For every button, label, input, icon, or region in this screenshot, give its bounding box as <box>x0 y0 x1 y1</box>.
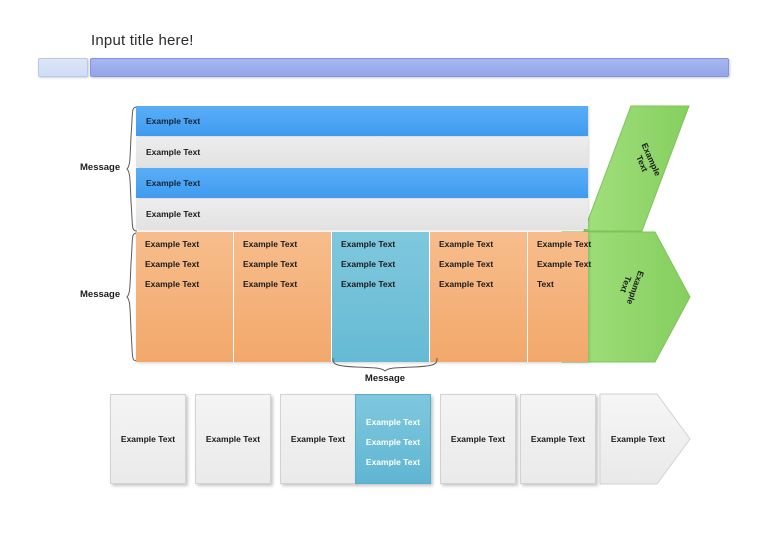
cell-text: Example Text <box>341 259 396 269</box>
top-green-arrow[interactable]: Example Text <box>583 105 690 232</box>
list-item[interactable]: Example Text <box>280 394 356 484</box>
card-label: Example Text <box>290 434 346 444</box>
list-item[interactable]: Example Text <box>440 394 516 484</box>
bottom-brace-icon <box>332 357 438 372</box>
arrow-card-shape <box>599 393 691 485</box>
cell-text: Example Text <box>537 239 592 249</box>
list-item-highlighted[interactable]: Example Text Example Text Example Text <box>355 394 431 484</box>
list-item-arrow[interactable]: Example Text <box>599 393 694 485</box>
card-label: Example Text <box>365 437 421 447</box>
card-label: Example Text <box>450 434 506 444</box>
list-item[interactable]: Example Text <box>195 394 271 484</box>
card-label: Example Text <box>120 434 176 444</box>
top-green-arrow-shape <box>583 105 690 232</box>
table-column[interactable]: Example Text Example Text Example Text <box>234 232 332 362</box>
row-label: Example Text <box>146 209 201 219</box>
table-row[interactable]: Example Text <box>136 137 588 167</box>
card-label: Example Text <box>365 417 421 427</box>
mid-brace-label: Message <box>80 289 121 300</box>
cell-text: Example Text <box>439 259 494 269</box>
table-row[interactable]: Example Text <box>136 106 588 136</box>
title-bar-long-block[interactable] <box>90 58 729 77</box>
list-item[interactable]: Example Text <box>520 394 596 484</box>
page-title[interactable]: Input title here! <box>91 32 194 49</box>
list-item[interactable]: Example Text <box>110 394 186 484</box>
row-label: Example Text <box>146 147 201 157</box>
cell-text: Example Text <box>439 279 494 289</box>
table-column[interactable]: Example Text Example Text Text <box>528 232 592 362</box>
cell-text: Example Text <box>439 239 494 249</box>
cell-text: Example Text <box>537 259 592 269</box>
card-label: Example Text <box>530 434 586 444</box>
title-area: Input title here! <box>0 0 768 90</box>
column-group: Example Text Example Text Example Text E… <box>136 232 592 362</box>
cell-text: Text <box>537 279 554 289</box>
title-bar-small-block[interactable] <box>38 58 88 77</box>
cell-text: Example Text <box>341 279 396 289</box>
mid-brace-icon <box>126 232 138 362</box>
card-label: Example Text <box>205 434 261 444</box>
table-column-highlighted[interactable]: Example Text Example Text Example Text <box>332 232 430 362</box>
top-brace-icon <box>126 106 138 232</box>
table-column[interactable]: Example Text Example Text Example Text <box>430 232 528 362</box>
top-brace-label: Message <box>80 162 121 173</box>
bottom-brace-label: Message <box>364 373 406 384</box>
table-column[interactable]: Example Text Example Text Example Text <box>136 232 234 362</box>
cell-text: Example Text <box>145 279 200 289</box>
cell-text: Example Text <box>243 259 298 269</box>
top-row-stack: Example Text Example Text Example Text E… <box>136 106 588 231</box>
cell-text: Example Text <box>145 239 200 249</box>
table-row[interactable]: Example Text <box>136 199 588 229</box>
cell-text: Example Text <box>145 259 200 269</box>
card-label: Example Text <box>365 457 421 467</box>
cell-text: Example Text <box>341 239 396 249</box>
row-label: Example Text <box>146 116 201 126</box>
card-label: Example Text <box>610 434 666 444</box>
row-label: Example Text <box>146 178 201 188</box>
cell-text: Example Text <box>243 279 298 289</box>
table-row[interactable]: Example Text <box>136 168 588 198</box>
cell-text: Example Text <box>243 239 298 249</box>
card-row: Example Text Example Text Example Text E… <box>110 393 691 490</box>
